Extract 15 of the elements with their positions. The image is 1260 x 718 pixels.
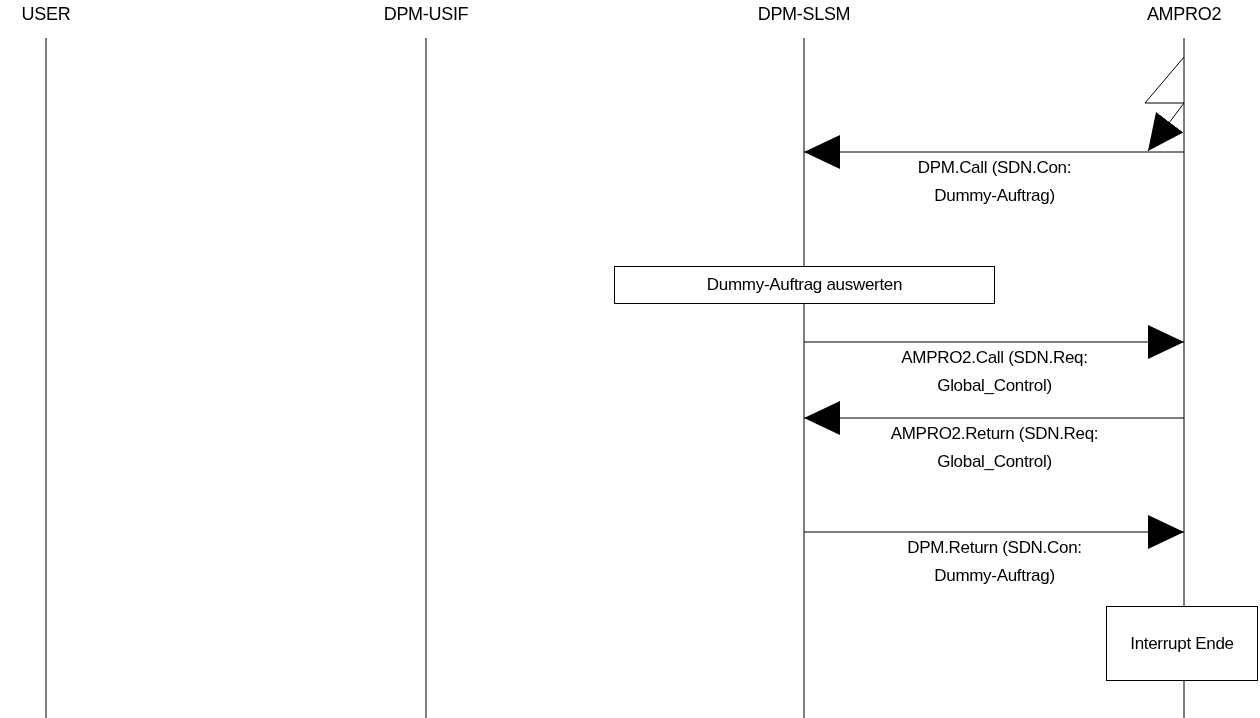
edge-label: DPM.Return (SDN.Con: Dummy-Auftrag) (906, 537, 1083, 587)
lifeline-label: USER (20, 4, 72, 25)
edge-label: AMPRO2.Call (SDN.Req: Global_Control) (900, 347, 1089, 397)
message-arrow (803, 401, 1185, 435)
action-box: Dummy-Auftrag auswerten (614, 266, 995, 304)
interrupt-arrow (1144, 56, 1185, 152)
edge-label: AMPRO2.Return (SDN.Req: Global_Control) (889, 423, 1100, 473)
lifeline-label: DPM-SLSM (756, 4, 852, 25)
message-arrow (803, 515, 1185, 549)
lifeline-label: DPM-USIF (382, 4, 470, 25)
message-arrow (803, 325, 1185, 359)
action-box: Interrupt Ende (1106, 606, 1258, 681)
edge-label: DPM.Call (SDN.Con: Dummy-Auftrag) (916, 157, 1073, 207)
message-arrow (803, 135, 1185, 169)
lifeline-label: AMPRO2 (1145, 4, 1223, 25)
